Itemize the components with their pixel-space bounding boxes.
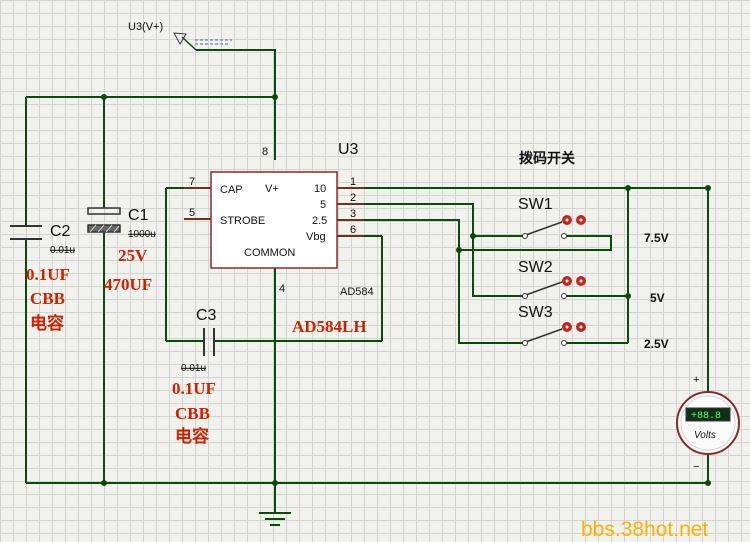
watermark: bbs.38hot.net: [581, 518, 708, 541]
ic-pin-cap: CAP: [220, 184, 243, 196]
junction-dot: [456, 247, 462, 253]
junction-dot: [272, 94, 278, 100]
voltmeter-minus: −: [693, 461, 699, 473]
ic-pin-stubs: [184, 187, 364, 237]
sw1-ref: SW1: [518, 196, 553, 213]
voltmeter-icon[interactable]: [676, 391, 740, 455]
c1-note-voltage: 25V: [118, 246, 148, 265]
ic-pin-strobe: STROBE: [220, 215, 265, 227]
c1-ref: C1: [128, 207, 149, 224]
capacitor-c3-icon[interactable]: [203, 328, 215, 356]
sw1-voltage: 7.5V: [644, 231, 669, 245]
wires: [25, 49, 709, 513]
pin-number-7: 7: [189, 176, 195, 188]
sw3-voltage: 2.5V: [644, 337, 669, 351]
junction-dot: [705, 185, 711, 191]
probe-label: U3(V+): [128, 21, 163, 33]
c2-note-kind: 电容: [30, 313, 64, 333]
wire-sw1-right: [459, 235, 612, 251]
wire-probe: [196, 49, 276, 97]
ic-annotation: AD584LH: [292, 317, 367, 336]
capacitor-c2-icon[interactable]: [10, 225, 42, 240]
ic-pin-vbg: Vbg: [306, 231, 326, 243]
c3-note-kind: 电容: [175, 426, 209, 446]
pin-number-1: 1: [350, 176, 356, 188]
c2-value: 0.01u: [50, 245, 75, 256]
voltmeter-plus: +: [693, 374, 699, 386]
ic-pin-2-5: 2.5: [312, 215, 327, 227]
switch-sw3-icon[interactable]: [522, 322, 587, 346]
ground-icon: [259, 512, 291, 526]
capacitor-c1-icon[interactable]: [87, 207, 121, 233]
junctions: [101, 94, 711, 486]
switches-title: 拨码开关: [519, 150, 575, 166]
pin-number-8: 8: [262, 146, 268, 158]
junction-dot: [625, 293, 631, 299]
voltmeter-display: +88.8: [691, 411, 721, 422]
ic-body[interactable]: [210, 171, 338, 269]
ic-pin-common: COMMON: [244, 247, 295, 259]
c2-ref: C2: [50, 223, 71, 240]
c1-note-cap: 470UF: [104, 275, 152, 294]
junction-dot: [470, 233, 476, 239]
ic-ref: U3: [338, 141, 359, 158]
junction-dot: [705, 480, 711, 486]
pin-number-5: 5: [189, 207, 195, 219]
ic-pin-vplus: V+: [265, 183, 279, 195]
c3-value: 0.01u: [181, 363, 206, 374]
sw3-ref: SW3: [518, 304, 553, 321]
c3-ref: C3: [196, 307, 217, 324]
switch-sw1-icon[interactable]: [522, 215, 587, 239]
pin-number-4: 4: [279, 283, 285, 295]
pin-number-3: 3: [350, 208, 356, 220]
junction-dot: [101, 94, 107, 100]
voltage-probe-icon[interactable]: [173, 32, 232, 51]
pin-number-6: 6: [350, 224, 356, 236]
junction-dot: [272, 480, 278, 486]
ic-pin-10: 10: [314, 183, 326, 195]
sw2-voltage: 5V: [650, 291, 665, 305]
junction-dot: [625, 185, 631, 191]
switch-sw2-icon[interactable]: [522, 276, 587, 299]
c1-value: 1000u: [128, 229, 156, 240]
c2-note-value: 0.1UF: [26, 265, 70, 284]
junction-dot: [101, 480, 107, 486]
sw2-ref: SW2: [518, 259, 553, 276]
voltmeter-unit: Volts: [694, 430, 716, 441]
c2-note-type: CBB: [30, 289, 65, 308]
c3-note-value: 0.1UF: [172, 379, 216, 398]
ic-pin-5: 5: [320, 199, 326, 211]
ic-part: AD584: [340, 286, 374, 298]
pin-number-2: 2: [350, 192, 356, 204]
wire-pin3: [337, 219, 523, 344]
c3-note-type: CBB: [175, 404, 210, 423]
